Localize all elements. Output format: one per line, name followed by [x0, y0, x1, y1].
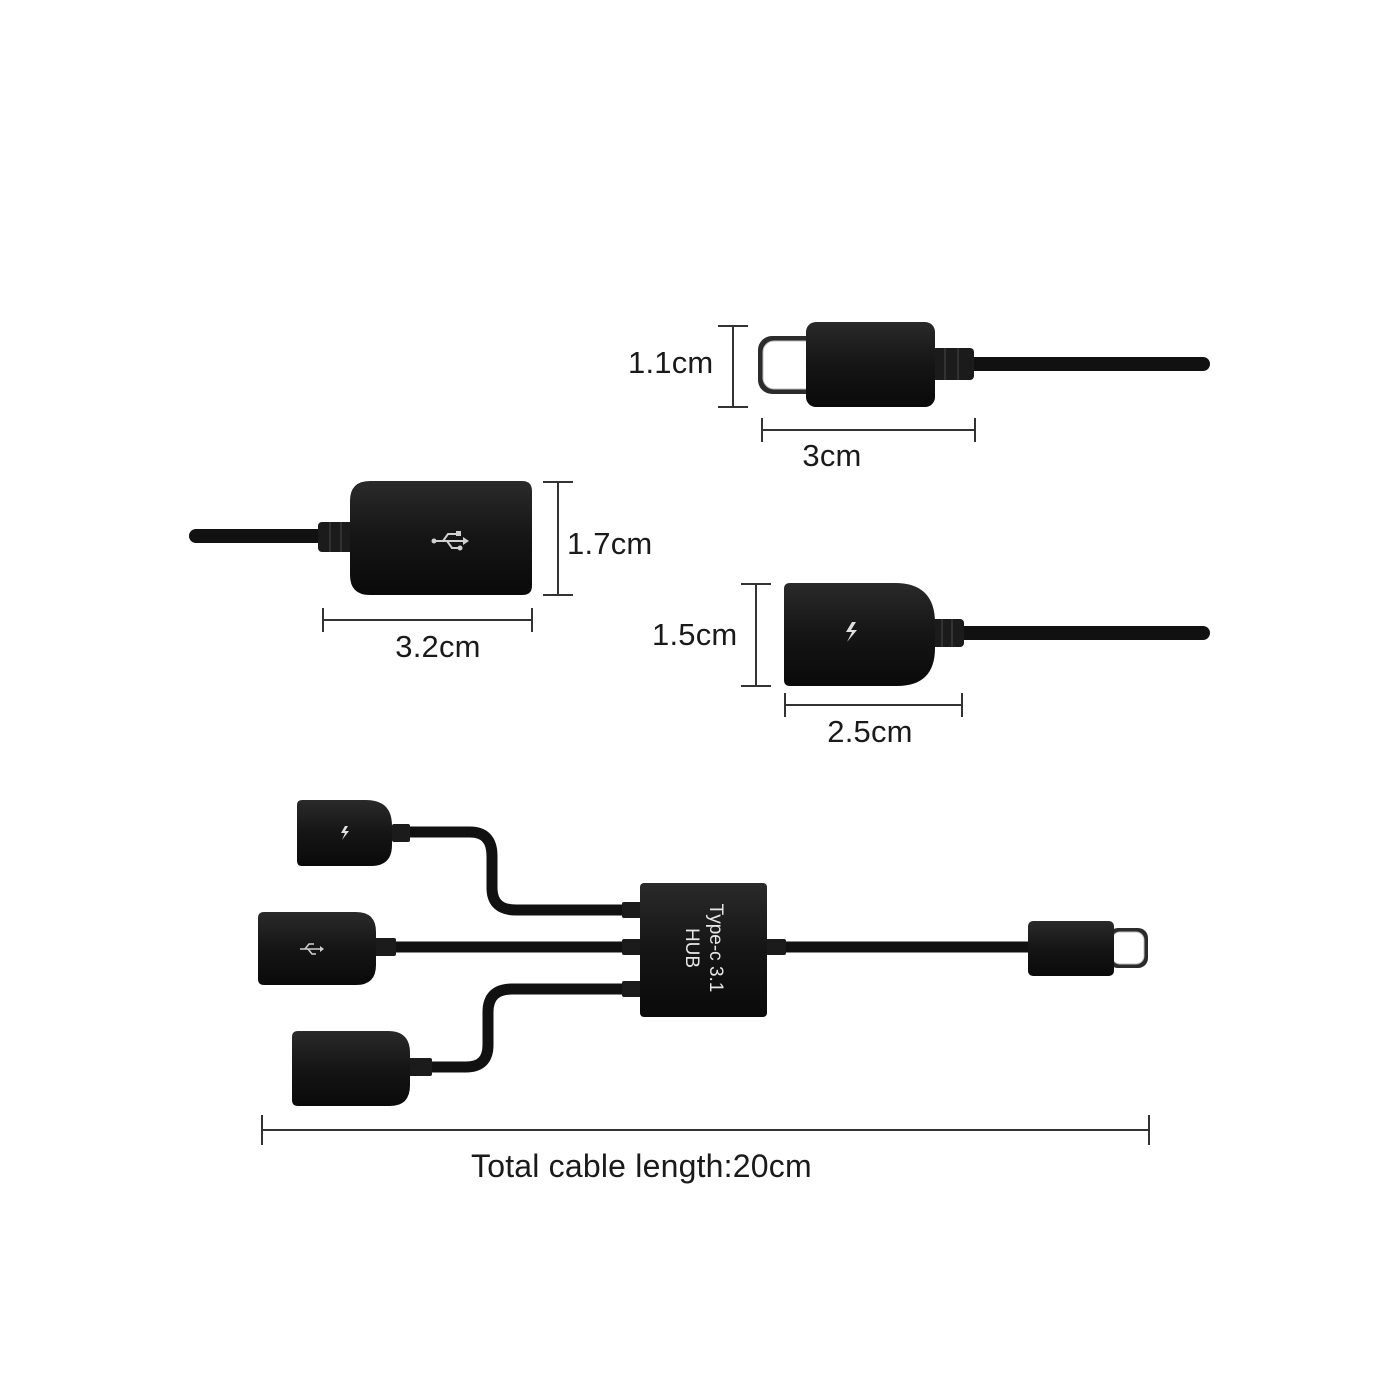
hub-port-bottom — [292, 1031, 410, 1106]
hub-label-line1: Type-c 3.1 — [705, 903, 726, 993]
power-bolt-icon — [846, 622, 857, 642]
typec-dimension-lines — [718, 325, 976, 442]
usb-a-height-label: 1.7cm — [567, 526, 653, 561]
typec-plug-body — [806, 322, 935, 407]
usb-a-port-body — [350, 481, 532, 595]
hub-body — [640, 883, 767, 1017]
power-bolt-icon — [341, 826, 349, 840]
hub-assembly — [258, 800, 1148, 1106]
micro-dimension-lines — [741, 583, 963, 717]
typec-height-label: 1.1cm — [628, 345, 714, 380]
typec-strain-relief — [932, 348, 974, 380]
cable-to-bottom-port — [422, 983, 634, 1073]
cable-to-top-port — [398, 826, 634, 916]
typec-plug-detail — [758, 322, 1210, 407]
hub-cables — [386, 826, 1036, 1073]
usb-a-dimension-lines — [322, 481, 573, 632]
usb-icon — [300, 943, 324, 955]
micro-port-body — [784, 583, 935, 686]
micro-port-detail — [784, 583, 1210, 686]
hub-typec-plug — [1028, 921, 1114, 976]
hub-label-line2: HUB — [681, 927, 702, 969]
total-length-dimension-line — [261, 1115, 1150, 1145]
micro-height-label: 1.5cm — [652, 617, 738, 652]
micro-length-label: 2.5cm — [827, 714, 913, 749]
usb-a-length-label: 3.2cm — [395, 629, 481, 664]
total-cable-length-label: Total cable length:20cm — [471, 1148, 812, 1184]
usb-a-port-detail — [189, 481, 532, 595]
usb-icon — [431, 531, 469, 551]
typec-length-label: 3cm — [802, 438, 862, 473]
hub-label: Type-c 3.1 HUB — [679, 878, 727, 1018]
